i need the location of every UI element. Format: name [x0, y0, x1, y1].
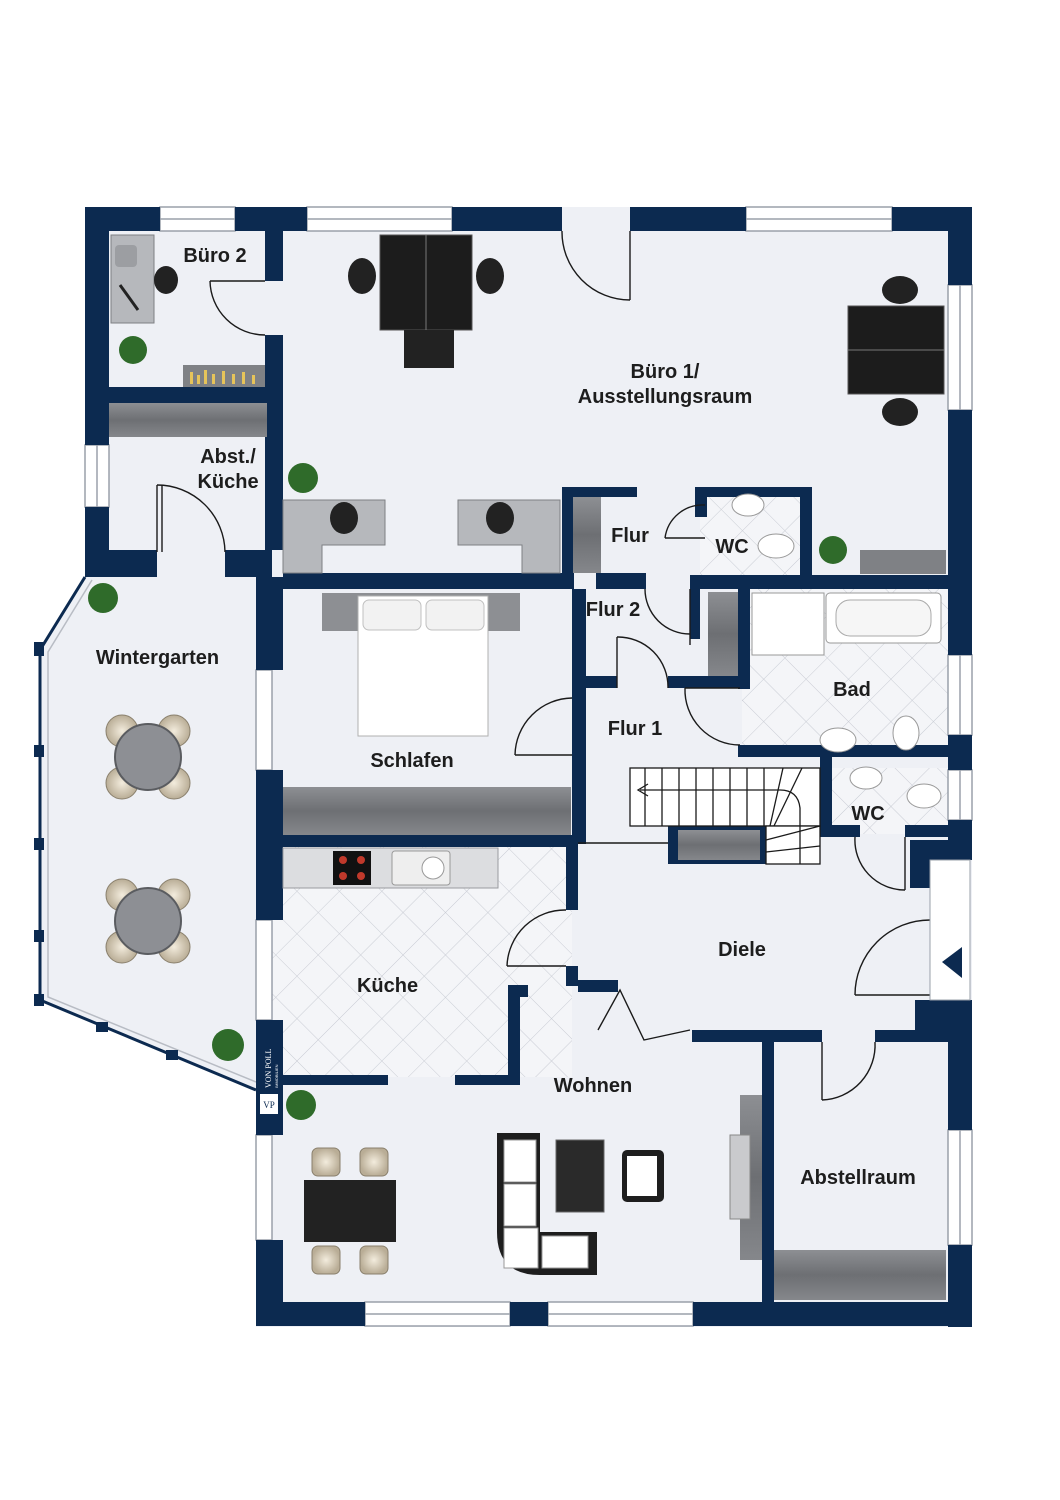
room-label-buero2: Büro 2: [183, 245, 247, 267]
room-label-kueche: Küche: [356, 975, 419, 997]
room-label-abstellraum: Abstellraum: [800, 1167, 916, 1189]
buero2-shelf-items: [190, 370, 255, 384]
bed: [322, 593, 520, 737]
room-label-flur2: Flur 2: [585, 599, 641, 621]
room-label-wintergarten: Wintergarten: [95, 647, 220, 669]
wintergarten-tables: [105, 714, 191, 964]
buero1-corner-desks: [282, 497, 946, 574]
wintergarten-glazing: [34, 576, 257, 1092]
buero1-right-desk: [847, 276, 945, 426]
kitchen-counter: [282, 847, 499, 889]
wardrobe: [283, 787, 571, 835]
dining-set: [304, 1147, 396, 1275]
plant-icons: [88, 336, 847, 1120]
sofa-set: [497, 1095, 762, 1275]
room-label-flur: Flur: [611, 525, 649, 547]
walls: [85, 207, 972, 1327]
von-poll-logo: VP VON POLL IMMOBILIEN: [256, 1020, 282, 1120]
entrance: [929, 859, 971, 1001]
logo-name: VON POLL: [264, 1049, 273, 1088]
room-label-diele: Diele: [718, 939, 766, 961]
room-label-abstellkueche: Abst./ Küche: [197, 446, 259, 493]
logo-subline: IMMOBILIEN: [274, 1064, 279, 1088]
room-label-wc-lower: WC: [851, 803, 885, 825]
room-label-wc-upper: WC: [715, 536, 749, 558]
abst-kueche-counter: [109, 403, 267, 437]
room-label-flur1: Flur 1: [607, 718, 663, 740]
room-label-bad: Bad: [833, 679, 871, 701]
abstellraum-shelf: [774, 1250, 946, 1300]
diele-cabinet: [678, 830, 760, 860]
doors: [156, 230, 931, 1101]
buero1-center-desk: [348, 234, 504, 368]
logo-monogram: VP: [263, 1100, 275, 1110]
room-label-schlafen: Schlafen: [370, 750, 454, 772]
bathroom-fixtures: [708, 493, 942, 809]
stairs: [629, 767, 821, 865]
room-label-wohnen: Wohnen: [553, 1075, 633, 1097]
room-label-buero1: Büro 1/ Ausstellungsraum: [577, 361, 753, 408]
